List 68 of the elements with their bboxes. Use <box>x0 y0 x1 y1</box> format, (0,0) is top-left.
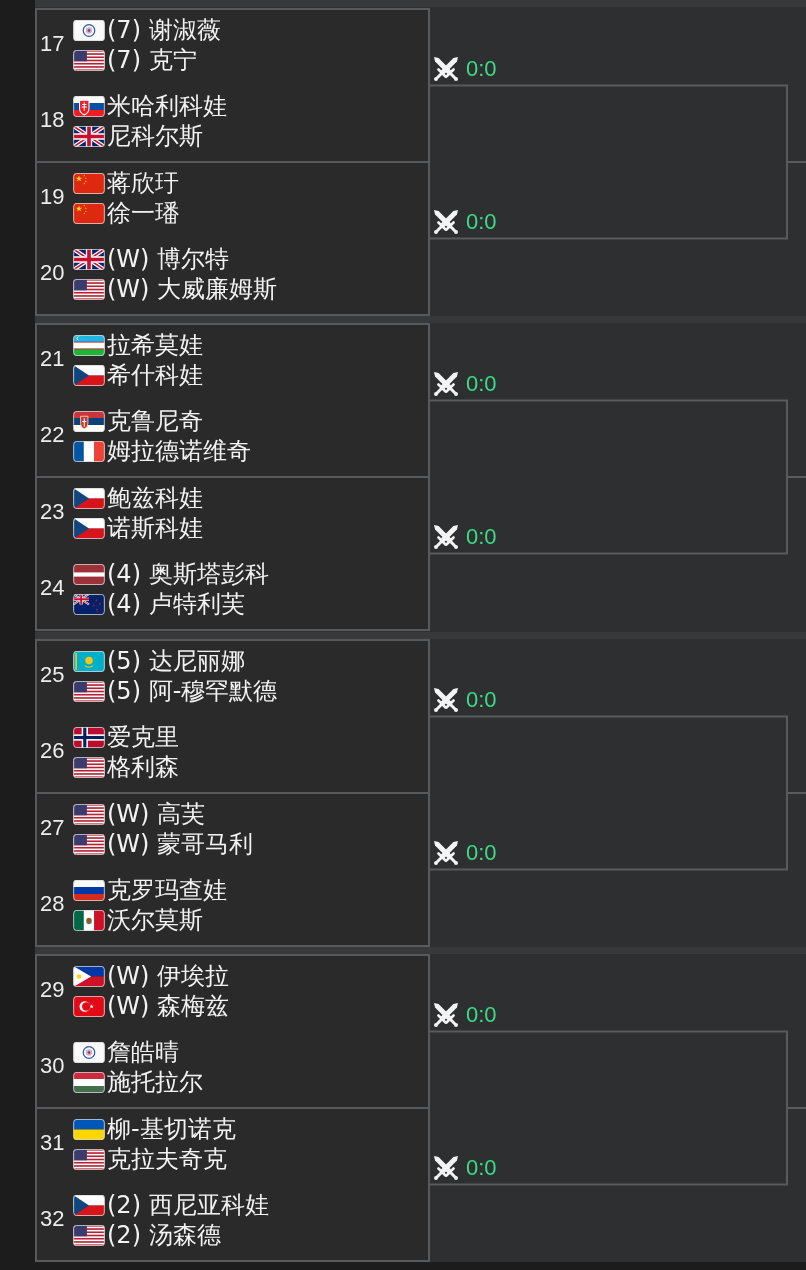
player-name: (W) 森梅兹 <box>107 992 230 1020</box>
player-name: 柳-基切诺克 <box>107 1115 236 1143</box>
match-number: 29 <box>40 977 65 1003</box>
player-name: (5) 阿-穆罕默德 <box>107 677 278 705</box>
match-number: 32 <box>40 1206 65 1232</box>
player-name: (W) 伊埃拉 <box>107 962 230 990</box>
player-name: 克拉夫奇克 <box>107 1145 227 1173</box>
match-number: 18 <box>40 107 65 133</box>
player-name: (W) 大威廉姆斯 <box>107 275 278 303</box>
player-name: 鲍兹科娃 <box>107 484 203 512</box>
match-box <box>35 954 430 1109</box>
player-name: (2) 西尼亚科娃 <box>107 1191 269 1219</box>
match-number: 28 <box>40 891 65 917</box>
player-name: 爱克里 <box>107 723 179 751</box>
player-name: (5) 达尼丽娜 <box>107 647 245 675</box>
match-number: 21 <box>40 346 65 372</box>
player-name: 克鲁尼奇 <box>107 407 203 435</box>
match-box <box>35 323 430 478</box>
player-name: (W) 蒙哥马利 <box>107 830 254 858</box>
score-label: 0:0 <box>466 523 497 550</box>
match-box <box>35 476 430 631</box>
match-number: 25 <box>40 662 65 688</box>
score-label: 0:0 <box>466 839 497 866</box>
player-name: (7) 克宁 <box>107 46 197 74</box>
match-box <box>35 1107 430 1262</box>
match-number: 24 <box>40 575 65 601</box>
player-name: 希什科娃 <box>107 361 203 389</box>
bracket-line <box>429 476 806 555</box>
score-label: 0:0 <box>466 1001 497 1028</box>
bracket-line <box>429 1107 806 1186</box>
score-label: 0:0 <box>466 1154 497 1181</box>
match-box <box>35 8 430 163</box>
score-label: 0:0 <box>466 370 497 397</box>
bracket-line <box>429 161 806 240</box>
player-name: (W) 高芙 <box>107 800 206 828</box>
match-box <box>35 792 430 947</box>
player-name: 姆拉德诺维奇 <box>107 437 251 465</box>
player-name: 徐一璠 <box>107 199 179 227</box>
player-name: (4) 卢特利芙 <box>107 590 245 618</box>
score-label: 0:0 <box>466 686 497 713</box>
player-name: 尼科尔斯 <box>107 122 203 150</box>
player-name: 施托拉尔 <box>107 1068 203 1096</box>
player-name: 詹皓晴 <box>107 1038 179 1066</box>
player-name: 诺斯科娃 <box>107 514 203 542</box>
match-box <box>35 161 430 316</box>
match-number: 22 <box>40 422 65 448</box>
match-number: 27 <box>40 815 65 841</box>
match-number: 31 <box>40 1130 65 1156</box>
player-name: 米哈利科娃 <box>107 92 227 120</box>
match-number: 23 <box>40 499 65 525</box>
match-number: 17 <box>40 31 65 57</box>
match-number: 20 <box>40 260 65 286</box>
match-box <box>35 639 430 794</box>
bracket-line <box>429 792 806 871</box>
match-number: 19 <box>40 184 65 210</box>
player-name: 克罗玛查娃 <box>107 876 227 904</box>
player-name: 格利森 <box>107 753 179 781</box>
player-name: 沃尔莫斯 <box>107 906 203 934</box>
player-name: (7) 谢淑薇 <box>107 16 221 44</box>
player-name: (4) 奥斯塔彭科 <box>107 560 269 588</box>
player-name: 蒋欣玗 <box>107 169 179 197</box>
player-name: (W) 博尔特 <box>107 245 230 273</box>
score-label: 0:0 <box>466 55 497 82</box>
match-number: 30 <box>40 1053 65 1079</box>
match-number: 26 <box>40 738 65 764</box>
player-name: (2) 汤森德 <box>107 1221 221 1249</box>
player-name: 拉希莫娃 <box>107 331 203 359</box>
score-label: 0:0 <box>466 208 497 235</box>
